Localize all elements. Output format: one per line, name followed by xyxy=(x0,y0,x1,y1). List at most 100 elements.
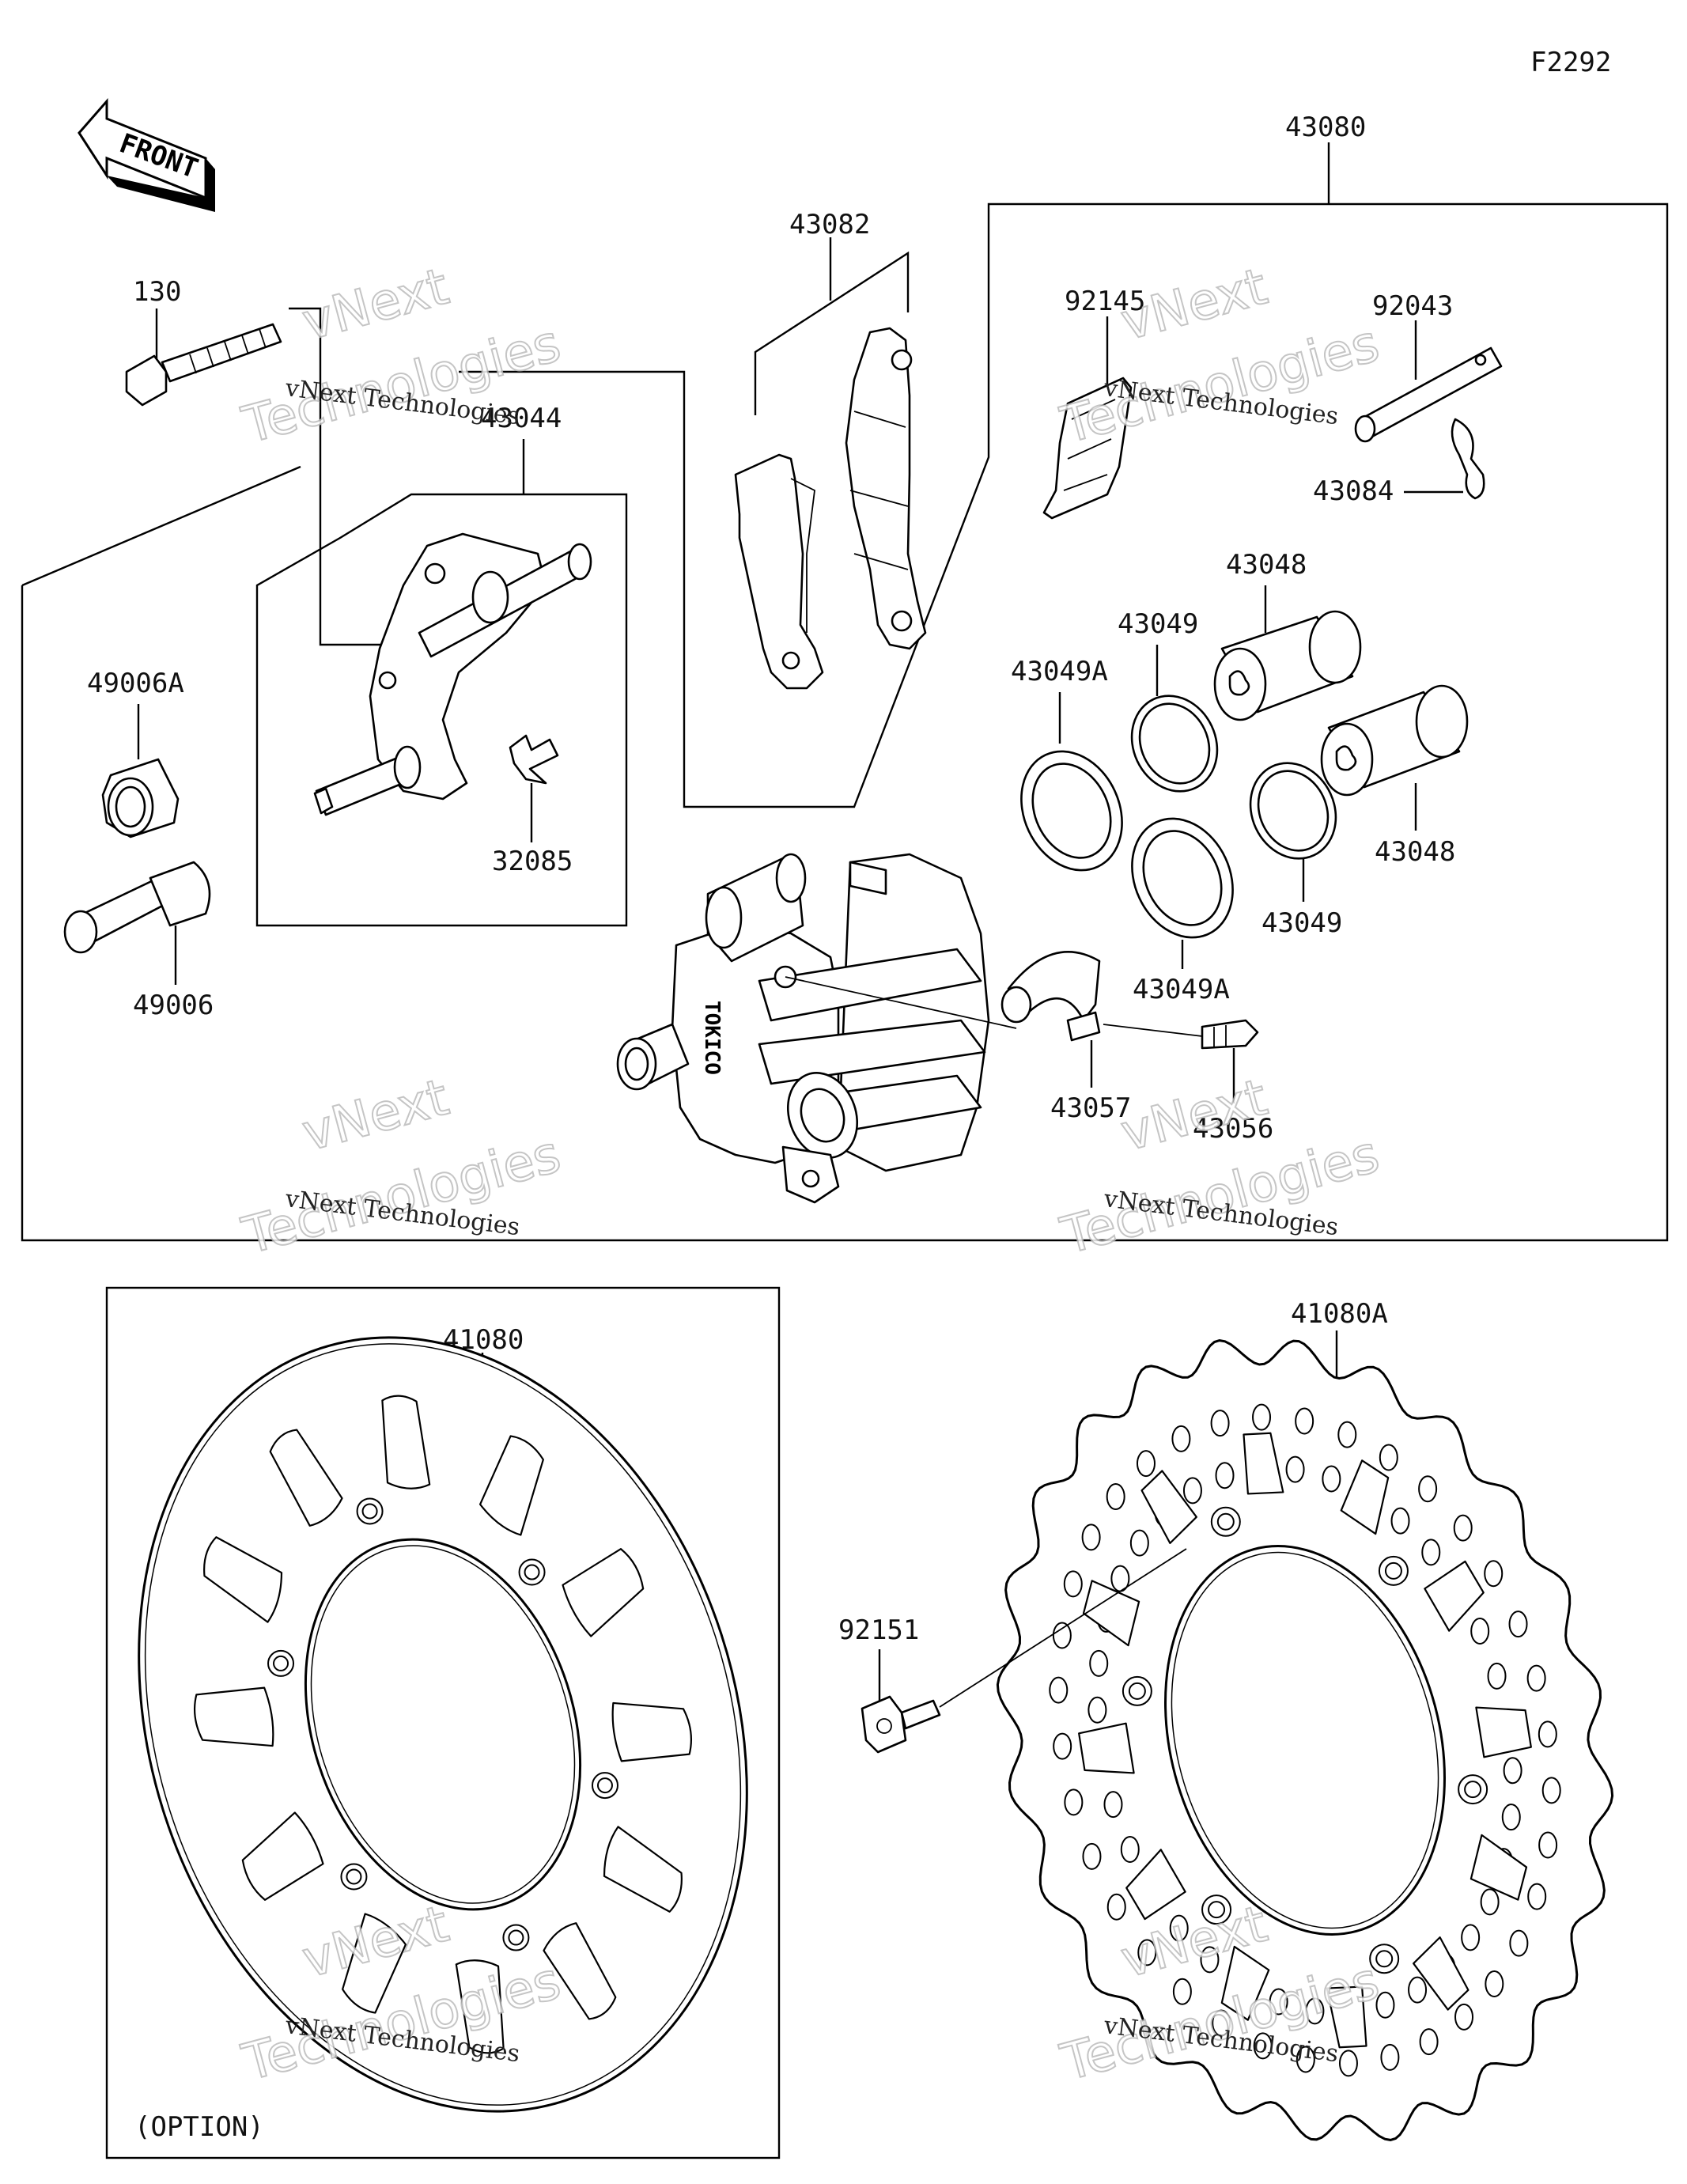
perforation-hole xyxy=(1527,1883,1547,1910)
perforation-hole xyxy=(1380,2043,1400,2071)
perforation-hole xyxy=(1337,1421,1357,1448)
perforation-hole xyxy=(1503,1757,1522,1785)
perforation-hole xyxy=(1538,1720,1557,1748)
perforation-hole xyxy=(1375,1991,1395,2019)
piston-43048-a: 43048 xyxy=(1213,549,1362,721)
label-49006: 49006 xyxy=(133,990,214,1021)
vent-slot xyxy=(1413,1936,1470,2011)
bleeder-43056: 43056 xyxy=(1103,1019,1273,1145)
perforation-hole xyxy=(1285,1455,1305,1483)
mounting-hole xyxy=(524,1564,540,1580)
brake-disc-wave-41080A xyxy=(996,1339,1614,2141)
perforation-hole xyxy=(1508,1611,1528,1638)
caliper-body: TOKICO xyxy=(616,853,1017,1204)
clip-43084: 43084 xyxy=(1313,418,1485,507)
vent-slot xyxy=(543,1922,617,2020)
perforation-hole xyxy=(1253,2032,1273,2060)
vent-slot xyxy=(1340,1459,1390,1535)
label-43057: 43057 xyxy=(1050,1092,1131,1124)
perforation-hole xyxy=(1485,1970,1504,1997)
perforation-hole xyxy=(1509,1929,1529,1957)
vent-slot xyxy=(1140,1470,1197,1544)
label-43049A-a: 43049A xyxy=(1011,656,1108,687)
perforation-hole xyxy=(1480,1888,1500,1916)
mounting-hole xyxy=(1384,1561,1402,1580)
perforation-hole xyxy=(1106,1483,1125,1511)
vent-slot xyxy=(1082,1580,1140,1647)
bolt-130: 130 xyxy=(125,276,282,407)
perforation-hole xyxy=(1541,1777,1561,1804)
vent-slot xyxy=(381,1395,431,1489)
perforation-hole xyxy=(1470,1617,1490,1645)
mounting-hole xyxy=(1464,1781,1482,1799)
label-32085: 32085 xyxy=(492,846,573,877)
mounting-hole xyxy=(273,1655,289,1671)
vent-slot xyxy=(1475,1706,1532,1758)
vent-slot xyxy=(478,1435,544,1536)
vent-slot xyxy=(1078,1722,1135,1774)
mounting-hole xyxy=(508,1929,524,1946)
vent-slot xyxy=(203,1536,283,1623)
vent-slot xyxy=(455,1959,505,2054)
perforation-hole xyxy=(1063,1570,1083,1598)
vent-slot xyxy=(1470,1834,1528,1901)
label-49006A: 49006A xyxy=(87,668,184,699)
vent-slot xyxy=(269,1429,343,1527)
perforation-hole xyxy=(1453,1514,1473,1542)
perforation-hole xyxy=(1053,1732,1072,1760)
perforation-hole xyxy=(1338,2050,1358,2077)
caliper-brand-marking: TOKICO xyxy=(700,1001,724,1075)
brake-pad-outer xyxy=(845,327,927,650)
label-43044: 43044 xyxy=(481,403,562,434)
perforation-hole xyxy=(1418,1475,1438,1503)
pad-spring-92145: 92145 xyxy=(1042,286,1145,520)
disc-bolt-92151: 92151 xyxy=(838,1548,1187,1754)
label-43080: 43080 xyxy=(1285,112,1366,143)
perforation-hole xyxy=(1136,1450,1156,1478)
piston-43048-b: 43048 xyxy=(1320,684,1469,868)
watermark-line1: vNext xyxy=(297,258,455,353)
perforation-hole xyxy=(1200,1946,1220,1974)
label-43049-b: 43049 xyxy=(1261,907,1342,939)
perforation-hole xyxy=(1538,1831,1558,1859)
label-43084: 43084 xyxy=(1313,475,1394,507)
perforation-hole xyxy=(1120,1836,1140,1864)
perforation-hole xyxy=(1087,1696,1107,1724)
boot-49006A: 49006A xyxy=(87,668,184,838)
perforation-hole xyxy=(1269,1988,1288,2016)
mounting-hole xyxy=(1128,1682,1146,1700)
perforation-hole xyxy=(1081,1524,1101,1551)
perforation-hole xyxy=(1408,1976,1428,2004)
vent-slot xyxy=(194,1686,274,1747)
seal-43049-b: 43049 xyxy=(1249,762,1342,939)
vent-slot xyxy=(1243,1432,1284,1495)
perforation-hole xyxy=(1082,1842,1102,1870)
perforation-hole xyxy=(1129,1529,1149,1557)
vent-slot xyxy=(1125,1849,1186,1921)
label-130: 130 xyxy=(133,276,181,308)
label-43048-b: 43048 xyxy=(1375,836,1455,868)
perforation-hole xyxy=(1487,1662,1507,1690)
vent-slot xyxy=(562,1548,645,1637)
perforation-hole xyxy=(1089,1649,1109,1677)
mounting-hole xyxy=(346,1868,362,1885)
spring-clip-32085: 32085 xyxy=(492,734,573,877)
pad-pin-92043: 92043 xyxy=(1354,290,1503,443)
vent-slot xyxy=(1220,1945,1270,2021)
seal-43049A-b: 43049A xyxy=(1131,817,1234,1005)
vent-slot xyxy=(1326,1985,1367,2049)
perforation-hole xyxy=(1171,1425,1191,1452)
pin-49006: 49006 xyxy=(63,861,214,1021)
perforation-hole xyxy=(1169,1914,1189,1942)
perforation-hole xyxy=(1052,1622,1072,1649)
perforation-hole xyxy=(1106,1893,1126,1921)
option-label: (OPTION) xyxy=(134,2111,264,2143)
brake-pads-43082: 43082 xyxy=(734,209,927,690)
perforation-hole xyxy=(1379,1444,1398,1471)
mounting-hole xyxy=(1208,1901,1226,1919)
perforation-hole xyxy=(1049,1676,1069,1704)
watermark-line1: vNext xyxy=(1115,1069,1273,1164)
seal-43049-a: 43049 xyxy=(1118,608,1219,793)
